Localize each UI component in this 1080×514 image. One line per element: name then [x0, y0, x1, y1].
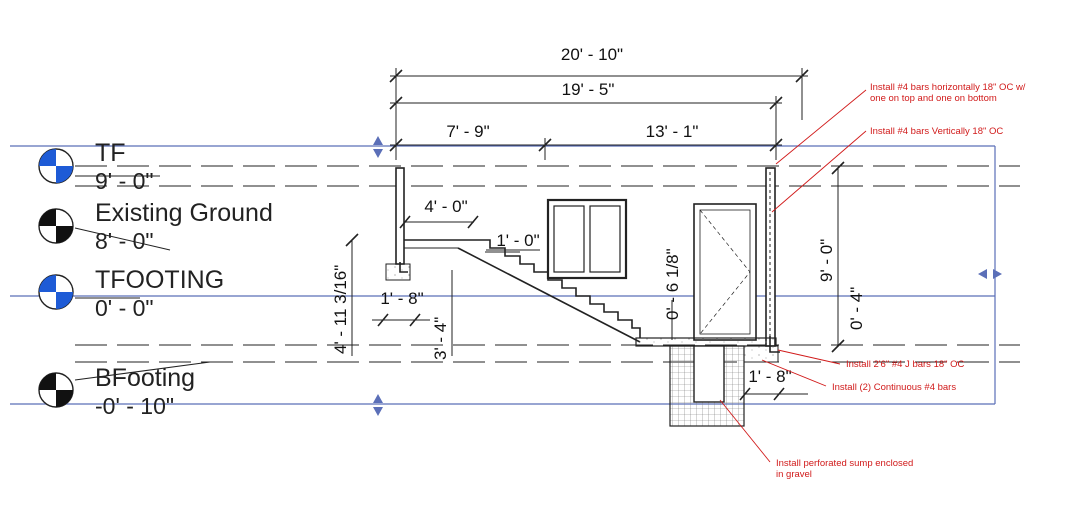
leader-line	[761, 359, 827, 387]
tick-marks	[389, 69, 809, 83]
tick-marks	[377, 313, 421, 327]
level-marker-bfooting	[38, 372, 74, 408]
level-name: BFooting	[95, 364, 195, 392]
note-sump: Install perforated sump enclosed in grav…	[776, 458, 916, 480]
structure	[385, 167, 780, 427]
stair-soffit	[457, 247, 641, 343]
window-pane-left	[553, 205, 585, 273]
note-vertical-bars: Install #4 bars Vertically 18" OC	[870, 126, 1003, 137]
door	[693, 203, 757, 341]
overall-width-label: 20' - 10"	[561, 45, 623, 64]
right-footing	[743, 345, 779, 363]
level-name: Existing Ground	[95, 199, 273, 227]
footing-right-label: 1' - 8"	[748, 367, 791, 386]
tf-drag-handle-icon[interactable]	[373, 136, 383, 158]
stair-treads	[458, 239, 641, 338]
level-name: TF	[95, 139, 126, 167]
window	[546, 198, 628, 280]
level-elevation: 0' - 0"	[95, 295, 154, 321]
level-marker-tf	[38, 148, 74, 184]
opening-height-label: 0' - 6 1/8"	[663, 248, 682, 320]
landing-width-label: 4' - 0"	[424, 197, 467, 216]
level-elevation: 9' - 0"	[95, 168, 154, 194]
leader-line	[719, 399, 771, 463]
tick-marks	[399, 215, 479, 229]
right-drag-handle-icon[interactable]	[978, 269, 1002, 279]
level-markers	[38, 148, 74, 408]
leader-line	[775, 89, 867, 165]
left-rebar	[399, 262, 408, 273]
left-span-label: 7' - 9"	[446, 122, 489, 141]
note-horizontal-bars-line1: Install #4 bars horizontally 18" OC w/ o…	[870, 82, 1028, 104]
leader-line	[777, 349, 841, 365]
right-span-label: 13' - 1"	[646, 122, 699, 141]
bfooting-drag-handle-icon[interactable]	[373, 394, 383, 416]
footing-left-label: 1' - 8"	[380, 289, 423, 308]
bfooting-leader	[74, 361, 211, 381]
level-elevation: -0' - 10"	[95, 393, 174, 419]
door-swing	[699, 209, 751, 335]
stair-height-label: 4' - 11 3/16"	[331, 265, 350, 354]
tick-marks	[345, 233, 359, 247]
leader-line	[771, 130, 867, 213]
top-dimensions: 20' - 10" 19' - 5" 7' - 9" 13' - 1"	[389, 45, 809, 160]
level-drag-handles[interactable]	[373, 136, 1002, 416]
left-footing	[385, 263, 411, 281]
tick-marks	[831, 161, 845, 353]
interior-dimensions: 4' - 0" 1' - 0" 1' - 8" 3' - 4" 4' - 11 …	[331, 161, 866, 401]
level-lines	[10, 145, 1020, 405]
level-marker-existing-ground	[38, 208, 74, 244]
tick-marks	[739, 387, 785, 401]
floor-slab	[635, 337, 777, 347]
sump-pit	[693, 345, 725, 403]
wall-height-label: 9' - 0"	[817, 239, 836, 282]
level-name: TFOOTING	[95, 266, 224, 294]
level-labels: TF 9' - 0" Existing Ground 8' - 0" TFOOT…	[95, 139, 273, 419]
wall-offset-label: 0' - 4"	[847, 287, 866, 330]
level-elevation: 8' - 0"	[95, 228, 154, 254]
footing-height-label: 3' - 4"	[431, 317, 450, 360]
tick-marks	[389, 96, 783, 110]
note-j-bars: Install 2'6" #4 J bars 18" OC	[846, 359, 965, 370]
annotations: Install #4 bars horizontally 18" OC w/ o…	[719, 82, 1028, 480]
left-wall	[395, 167, 405, 265]
stair-run-label: 1' - 0"	[496, 231, 539, 250]
tick-marks	[389, 138, 783, 152]
window-pane-right	[589, 205, 621, 273]
note-continuous-bars: Install (2) Continuous #4 bars	[832, 382, 956, 393]
existing-ground-leader	[74, 227, 171, 251]
level-marker-tfooting	[38, 274, 74, 310]
inner-width-label: 19' - 5"	[562, 80, 615, 99]
